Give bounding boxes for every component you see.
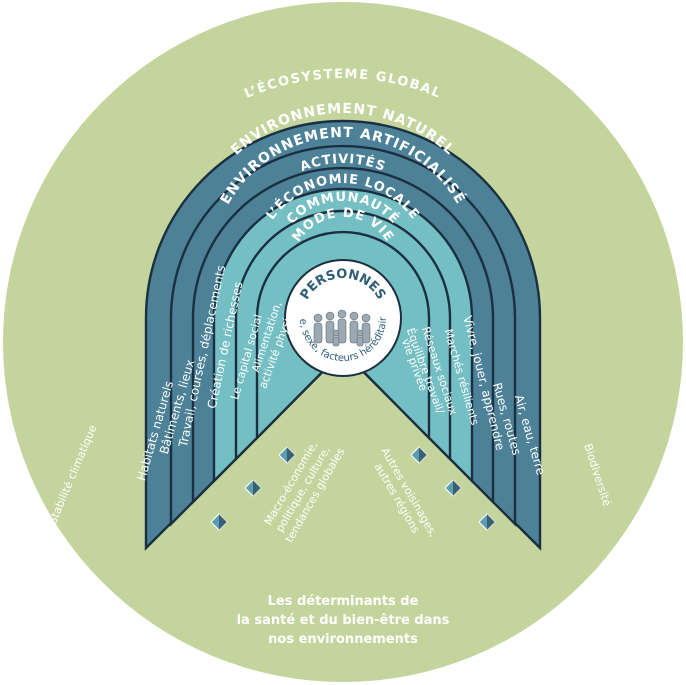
- diamond-marker-icon: [244, 479, 262, 497]
- diamond-marker-icon: [278, 446, 296, 464]
- diamond-markers: [210, 446, 496, 531]
- diamond-marker-icon: [478, 513, 496, 531]
- caption-line1: Les déterminants de: [268, 594, 419, 609]
- diamond-marker-icon: [410, 446, 428, 464]
- people-group-icon: [313, 309, 371, 347]
- diamond-marker-icon: [444, 479, 462, 497]
- caption-line3: nos environnements: [268, 632, 418, 647]
- caption-line2: la santé et du bien-être dans: [237, 613, 450, 628]
- ring-title-activities: ACTIVITÉS: [298, 152, 388, 175]
- diamond-marker-icon: [210, 513, 228, 531]
